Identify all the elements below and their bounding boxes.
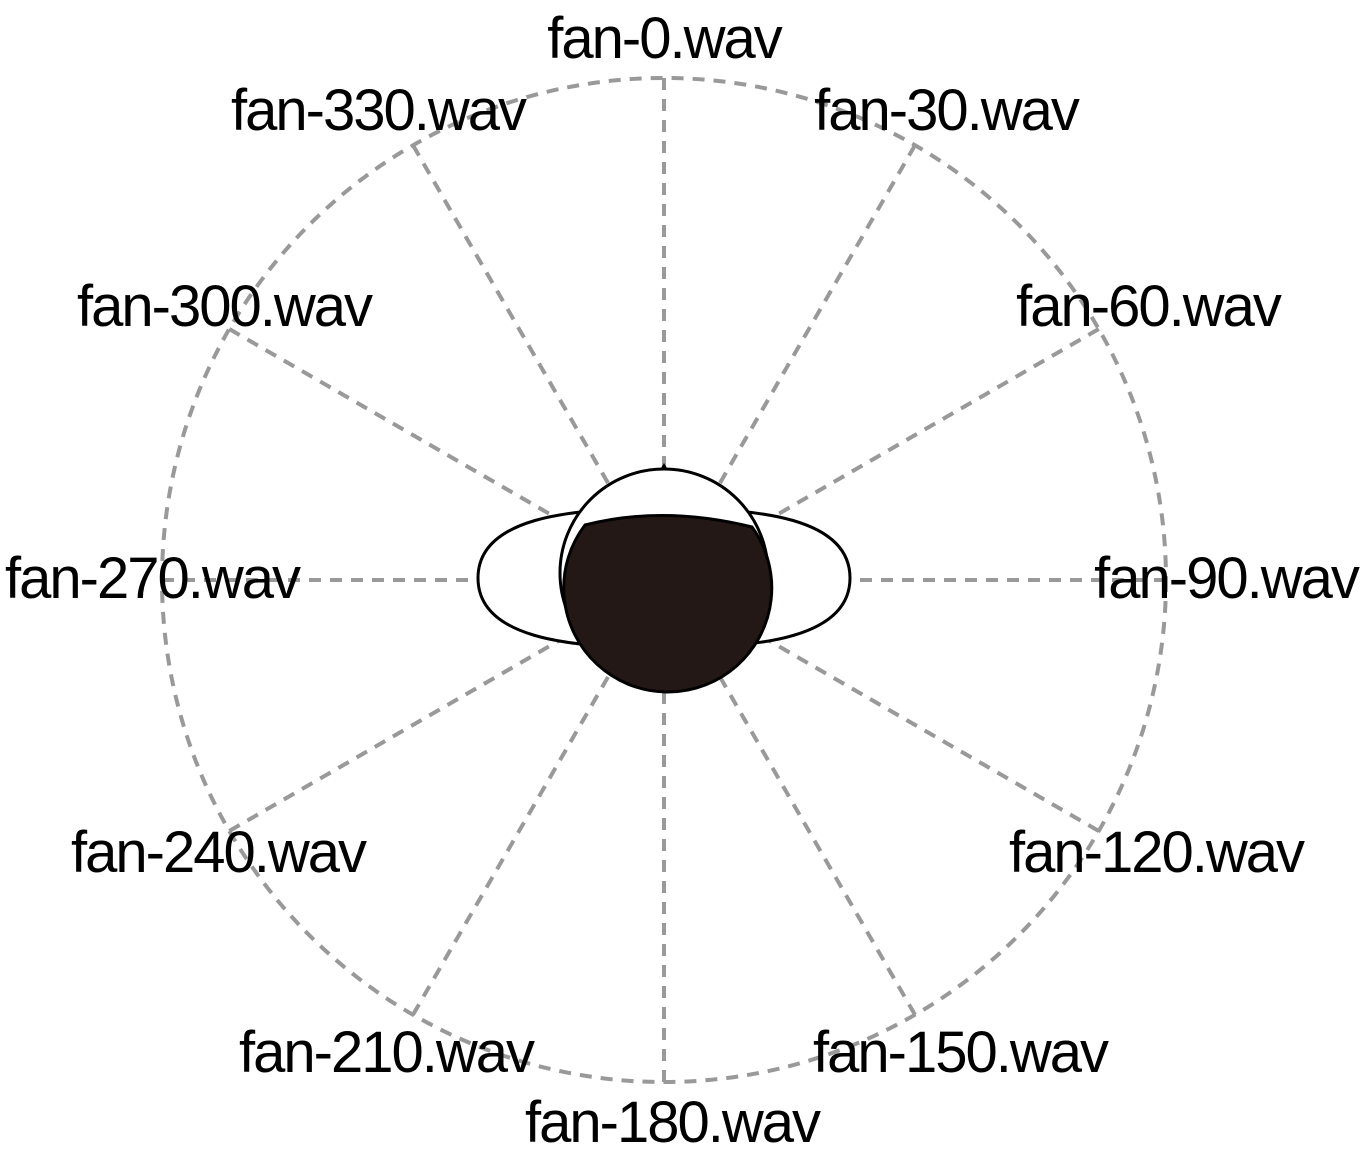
speaker-label-90: fan-90.wav xyxy=(1094,546,1360,611)
labels-group: fan-0.wav fan-30.wav fan-60.wav fan-90.wav f… xyxy=(5,6,1362,1155)
speaker-label-150: fan-150.wav xyxy=(813,1020,1109,1085)
speaker-label-180: fan-180.wav xyxy=(525,1090,821,1155)
speaker-label-210: fan-210.wav xyxy=(239,1020,535,1085)
spoke-210 xyxy=(411,675,610,1016)
spoke-150 xyxy=(718,675,917,1016)
hair-shape xyxy=(562,514,774,694)
speaker-label-60: fan-60.wav xyxy=(1016,274,1282,339)
spoke-240 xyxy=(228,634,569,833)
speaker-label-120: fan-120.wav xyxy=(1009,820,1305,885)
spoke-30 xyxy=(718,144,917,485)
spoke-120 xyxy=(759,634,1100,833)
listener-head-icon xyxy=(476,463,852,694)
speaker-label-0: fan-0.wav xyxy=(547,6,782,71)
speaker-label-30: fan-30.wav xyxy=(814,78,1080,143)
spoke-330 xyxy=(411,144,610,485)
spoke-60 xyxy=(759,327,1100,526)
speaker-label-300: fan-300.wav xyxy=(77,274,373,339)
spoke-300 xyxy=(228,327,569,526)
speaker-label-240: fan-240.wav xyxy=(71,820,367,885)
speaker-label-270: fan-270.wav xyxy=(5,546,301,611)
speaker-label-330: fan-330.wav xyxy=(231,78,527,143)
